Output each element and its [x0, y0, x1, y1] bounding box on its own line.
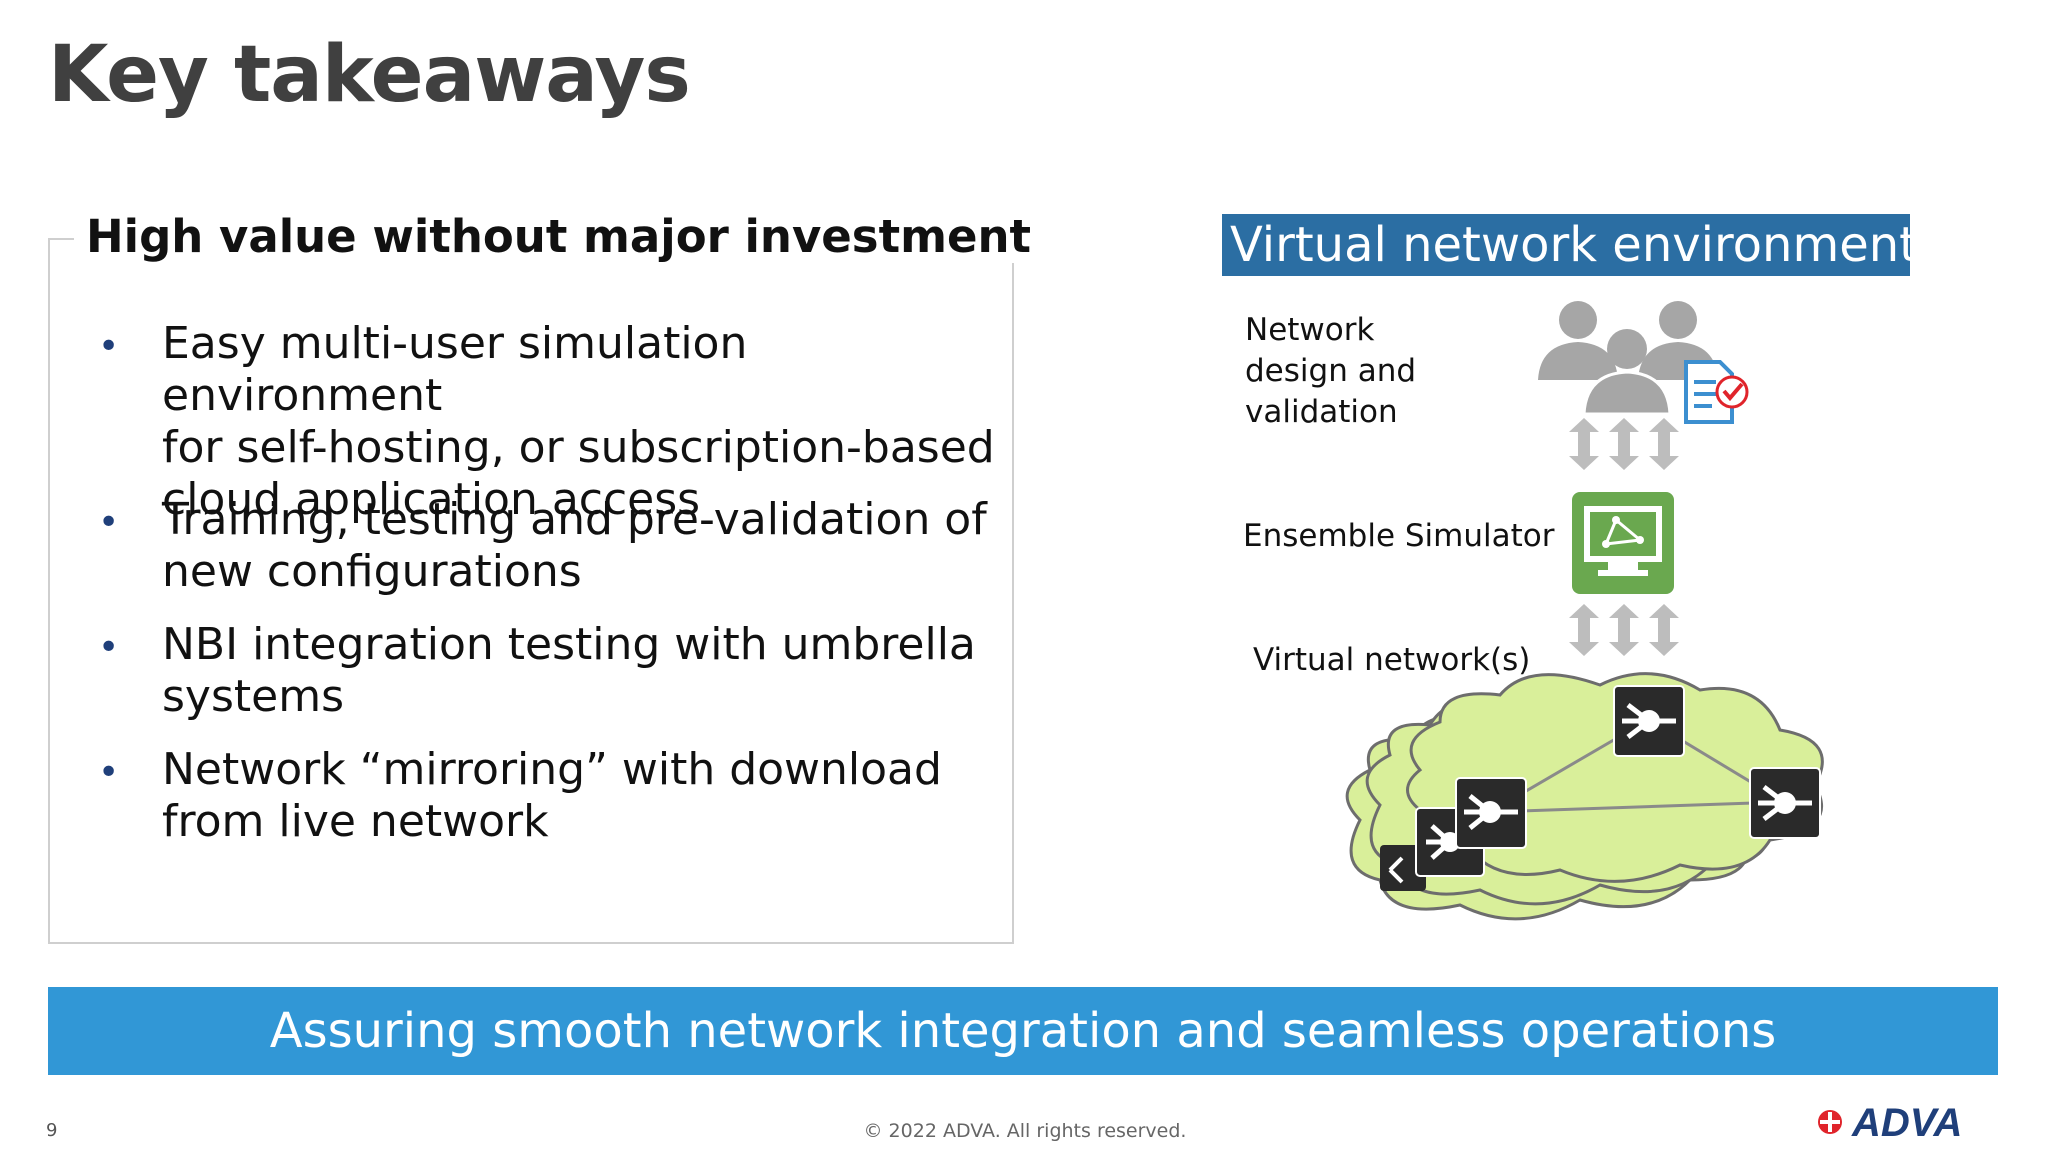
environment-header-bg	[1222, 214, 1910, 276]
networks-label: Virtual network(s)	[1253, 642, 1531, 678]
takeaways-heading: High value without major investment	[74, 210, 1044, 263]
design-label-line: Network	[1245, 312, 1375, 348]
bullet-line: from live network	[162, 796, 549, 847]
bullet-line: Easy multi-user simulation environment	[162, 318, 748, 421]
bullet-line: NBI integration testing with umbrella	[162, 619, 976, 670]
network-diagram	[1345, 301, 1824, 921]
bullet-line: Training, testing and pre-validation of	[162, 494, 987, 545]
slide-title: Key takeaways	[48, 30, 691, 120]
network-node-icon	[1749, 767, 1821, 839]
bullet-marker: •	[98, 752, 120, 793]
users-icon	[1538, 301, 1718, 416]
bullet-marker: •	[98, 502, 120, 543]
bullet-marker: •	[98, 627, 120, 668]
logo-mark-icon	[1818, 1110, 1842, 1134]
bullet-text: Easy multi-user simulation environment f…	[162, 318, 1022, 526]
banner-text: Assuring smooth network integration and …	[269, 1003, 1777, 1059]
checklist-icon	[1684, 360, 1749, 424]
bullet-line: for self-hosting, or subscription-based	[162, 422, 995, 473]
double-arrow-icon	[1569, 604, 1679, 656]
design-label: Network design and validation	[1245, 310, 1416, 433]
adva-logo: ADVA	[1818, 1101, 1962, 1142]
banner	[48, 987, 1998, 1075]
design-label-line: validation	[1245, 394, 1398, 430]
design-label-line: design and	[1245, 353, 1417, 389]
bullet-line: new configurations	[162, 546, 582, 597]
monitor-icon	[1572, 492, 1674, 594]
bullet-line: systems	[162, 671, 344, 722]
bullet-text: Training, testing and pre-validation of …	[162, 494, 1022, 598]
page-number: 9	[46, 1120, 58, 1141]
simulator-label: Ensemble Simulator	[1243, 518, 1555, 554]
bullet-marker: •	[98, 326, 120, 367]
environment-header: Virtual network environment	[1230, 217, 1918, 273]
network-node-icon	[1380, 845, 1426, 891]
double-arrow-icon	[1569, 418, 1679, 470]
copyright-text: © 2022 ADVA. All rights reserved.	[863, 1120, 1187, 1142]
bullet-text: Network “mirroring” with download from l…	[162, 744, 1022, 848]
bullet-text: NBI integration testing with umbrella sy…	[162, 619, 1022, 723]
network-node-icon	[1613, 685, 1685, 757]
bullet-line: cloud application access	[162, 474, 701, 525]
bullet-line: Network “mirroring” with download	[162, 744, 942, 795]
network-node-icon	[1455, 777, 1527, 849]
logo-text: ADVA	[1851, 1101, 1962, 1142]
